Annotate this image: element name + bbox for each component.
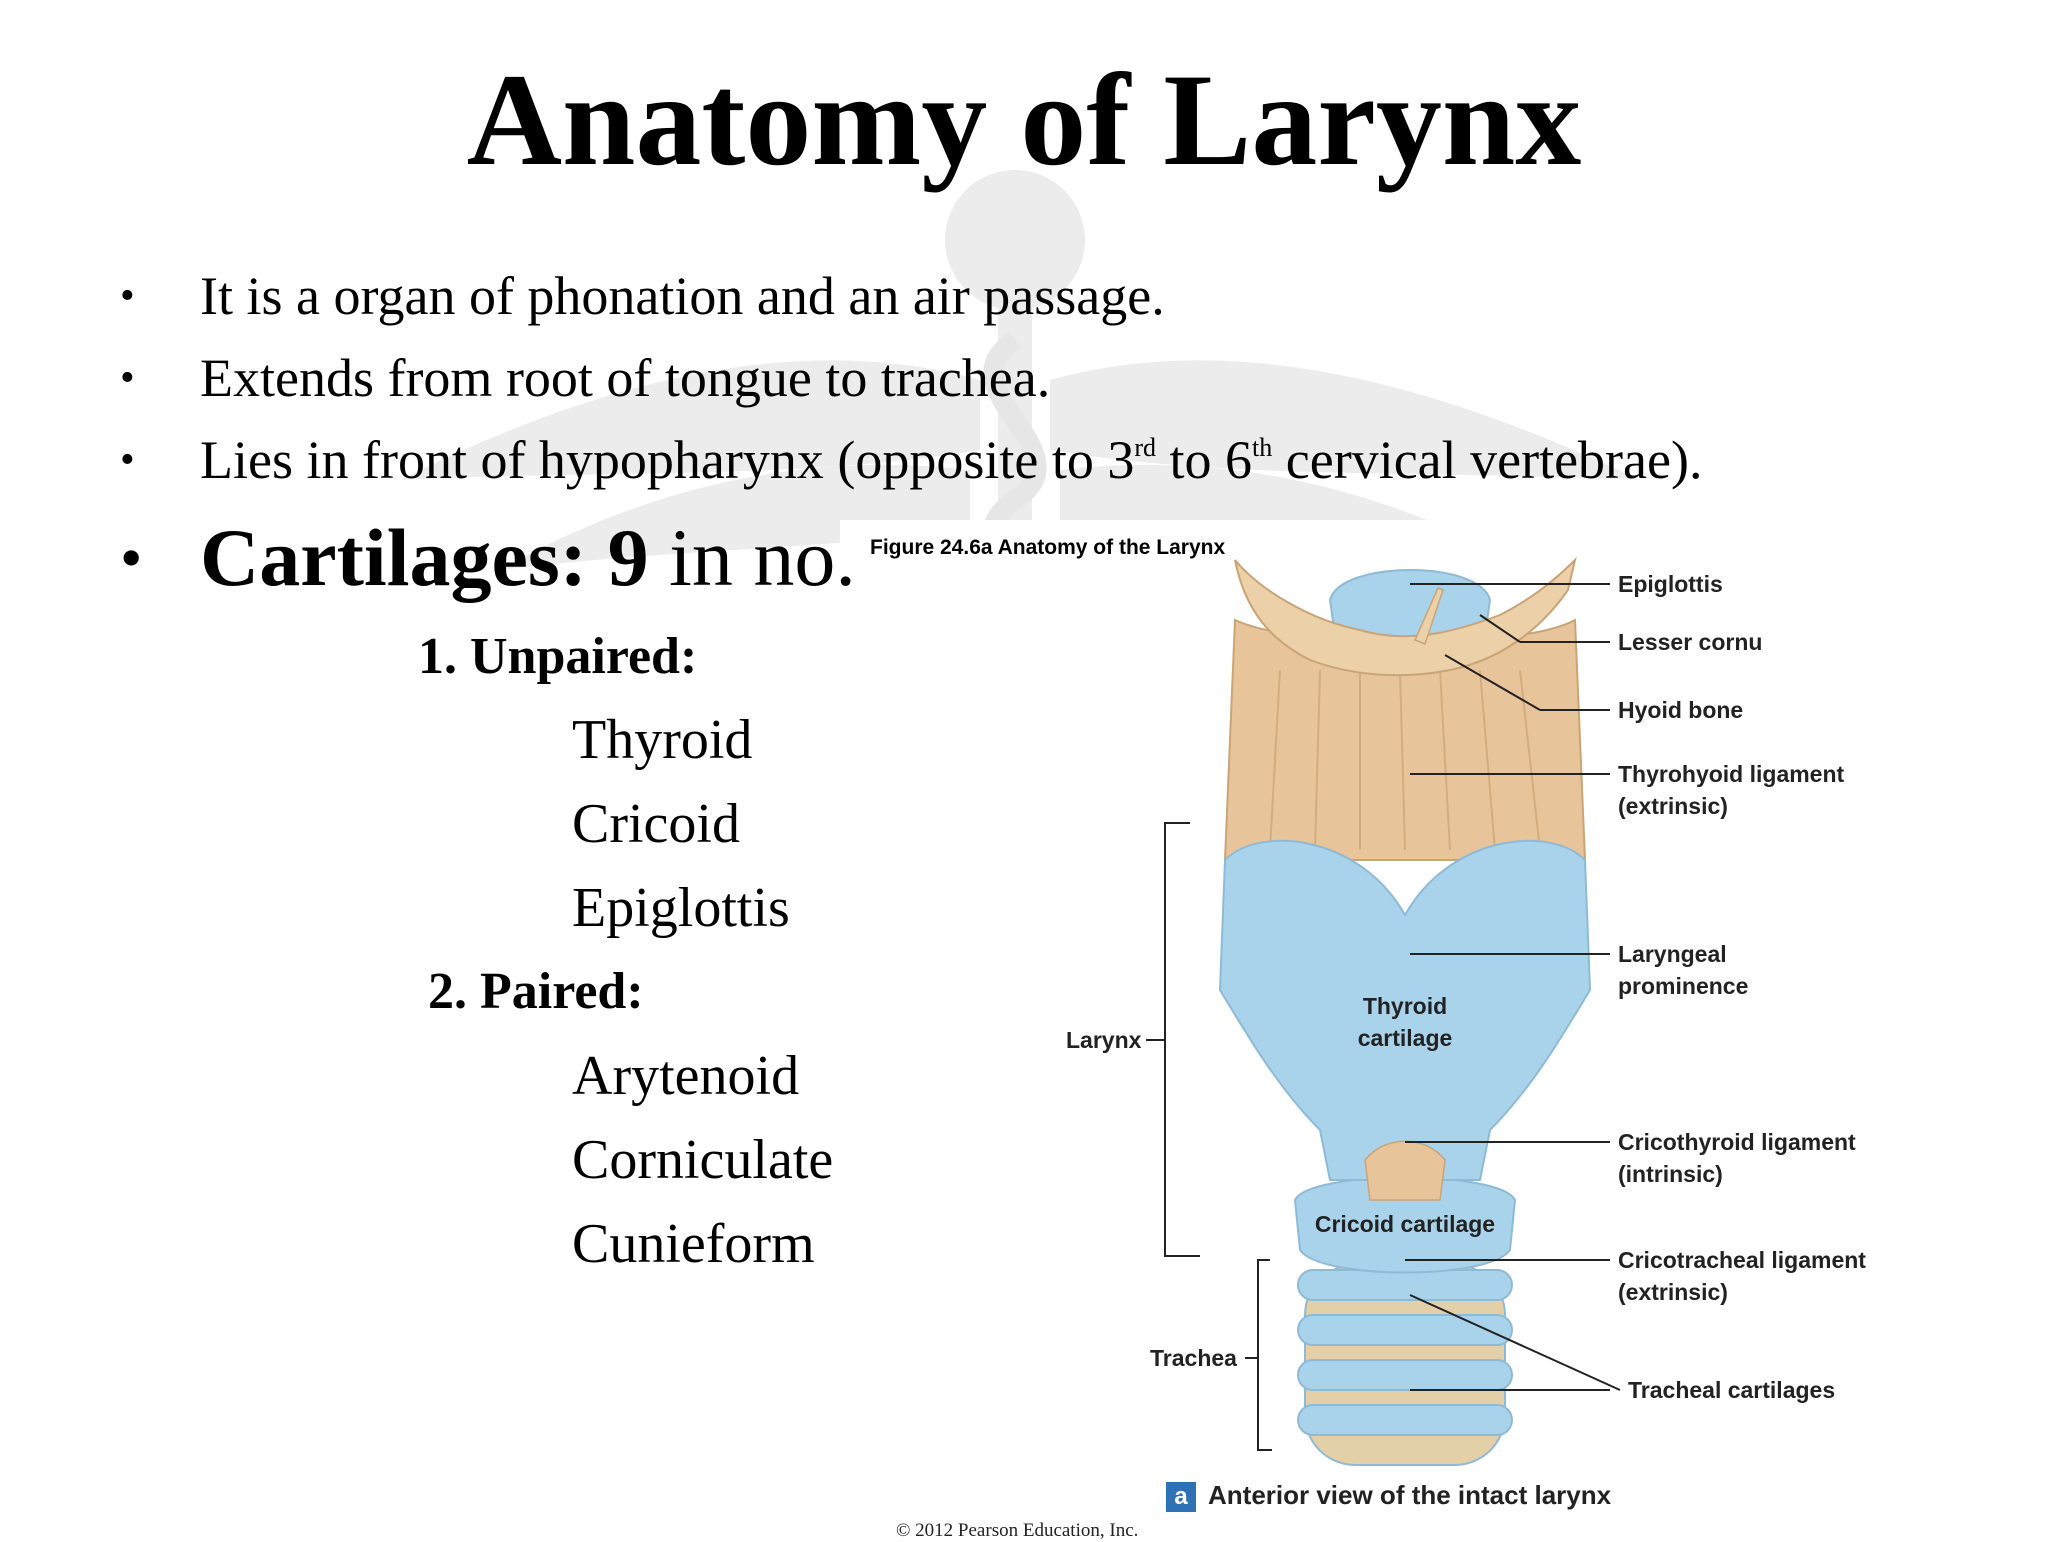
label-thyroid-cartilage-2: cartilage (1357, 1025, 1453, 1051)
list-item-epiglottis: Epiglottis (572, 877, 790, 939)
bullet-list: • It is a organ of phonation and an air … (120, 255, 1702, 501)
label-trachea: Trachea (1150, 1345, 1237, 1371)
view-letter-badge: a (1166, 1482, 1196, 1512)
cartilages-heading: • Cartilages: 9 in no. (120, 508, 856, 608)
cartilages-suffix: in no. (648, 512, 856, 603)
label-thyroid-cartilage: Thyroid (1362, 993, 1448, 1019)
list-item-thyroid: Thyroid (572, 709, 753, 771)
label-cricothyroid-note: (intrinsic) (1618, 1161, 1723, 1187)
bullet-dot-icon: • (120, 522, 143, 593)
label-laryngeal-prominence: Laryngeal (1618, 941, 1727, 967)
larynx-illustration (1146, 556, 1621, 1466)
list-item-cunieform: Cunieform (572, 1213, 815, 1275)
bullet-dot-icon: • (120, 355, 135, 401)
bullet-item: • Lies in front of hypopharynx (opposite… (120, 419, 1702, 501)
label-epiglottis: Epiglottis (1618, 571, 1723, 597)
list-item-corniculate: Corniculate (572, 1129, 834, 1191)
label-cricotracheal-note: (extrinsic) (1618, 1279, 1728, 1305)
label-hyoid-bone: Hyoid bone (1618, 697, 1744, 723)
view-label: Anterior view of the intact larynx (1208, 1480, 1612, 1510)
bullet-text: cervical vertebrae). (1272, 430, 1703, 490)
slide-title: Anatomy of Larynx (466, 46, 1582, 193)
label-thyrohyoid-note: (extrinsic) (1618, 793, 1728, 819)
larynx-figure: Figure 24.6a Anatomy of the Larynx Epigl… (840, 520, 1890, 1541)
list-item-arytenoid: Arytenoid (572, 1045, 800, 1107)
figure-caption: Figure 24.6a Anatomy of the Larynx (870, 536, 1226, 559)
label-cricothyroid-ligament: Cricothyroid ligament (1618, 1129, 1856, 1155)
paired-label: 2. Paired: (428, 963, 644, 1020)
bullet-text: Lies in front of hypopharynx (opposite t… (200, 430, 1135, 490)
cartilages-label: Cartilages: (200, 512, 588, 603)
label-lesser-cornu: Lesser cornu (1618, 629, 1763, 655)
copyright-notice: © 2012 Pearson Education, Inc. (896, 1520, 1139, 1541)
label-cricotracheal-ligament: Cricotracheal ligament (1618, 1247, 1866, 1273)
bullet-dot-icon: • (120, 273, 135, 319)
bullet-text: It is a organ of phonation and an air pa… (200, 266, 1165, 326)
label-larynx: Larynx (1066, 1027, 1142, 1053)
bullet-text: to 6 (1156, 430, 1253, 490)
label-thyrohyoid-ligament: Thyrohyoid ligament (1618, 761, 1845, 787)
label-tracheal-cartilages: Tracheal cartilages (1628, 1377, 1836, 1403)
bullet-text: Extends from root of tongue to trachea. (200, 348, 1051, 408)
cartilages-count: 9 (607, 512, 649, 603)
bullet-dot-icon: • (120, 437, 135, 483)
superscript: th (1252, 433, 1273, 462)
bullet-item: • It is a organ of phonation and an air … (120, 255, 1702, 337)
unpaired-label: 1. Unpaired: (418, 628, 698, 685)
label-laryngeal-prominence-2: prominence (1618, 973, 1749, 999)
superscript: rd (1134, 433, 1157, 462)
bullet-item: • Extends from root of tongue to trachea… (120, 337, 1702, 419)
list-item-cricoid: Cricoid (572, 793, 740, 855)
label-cricoid-cartilage: Cricoid cartilage (1314, 1211, 1496, 1237)
